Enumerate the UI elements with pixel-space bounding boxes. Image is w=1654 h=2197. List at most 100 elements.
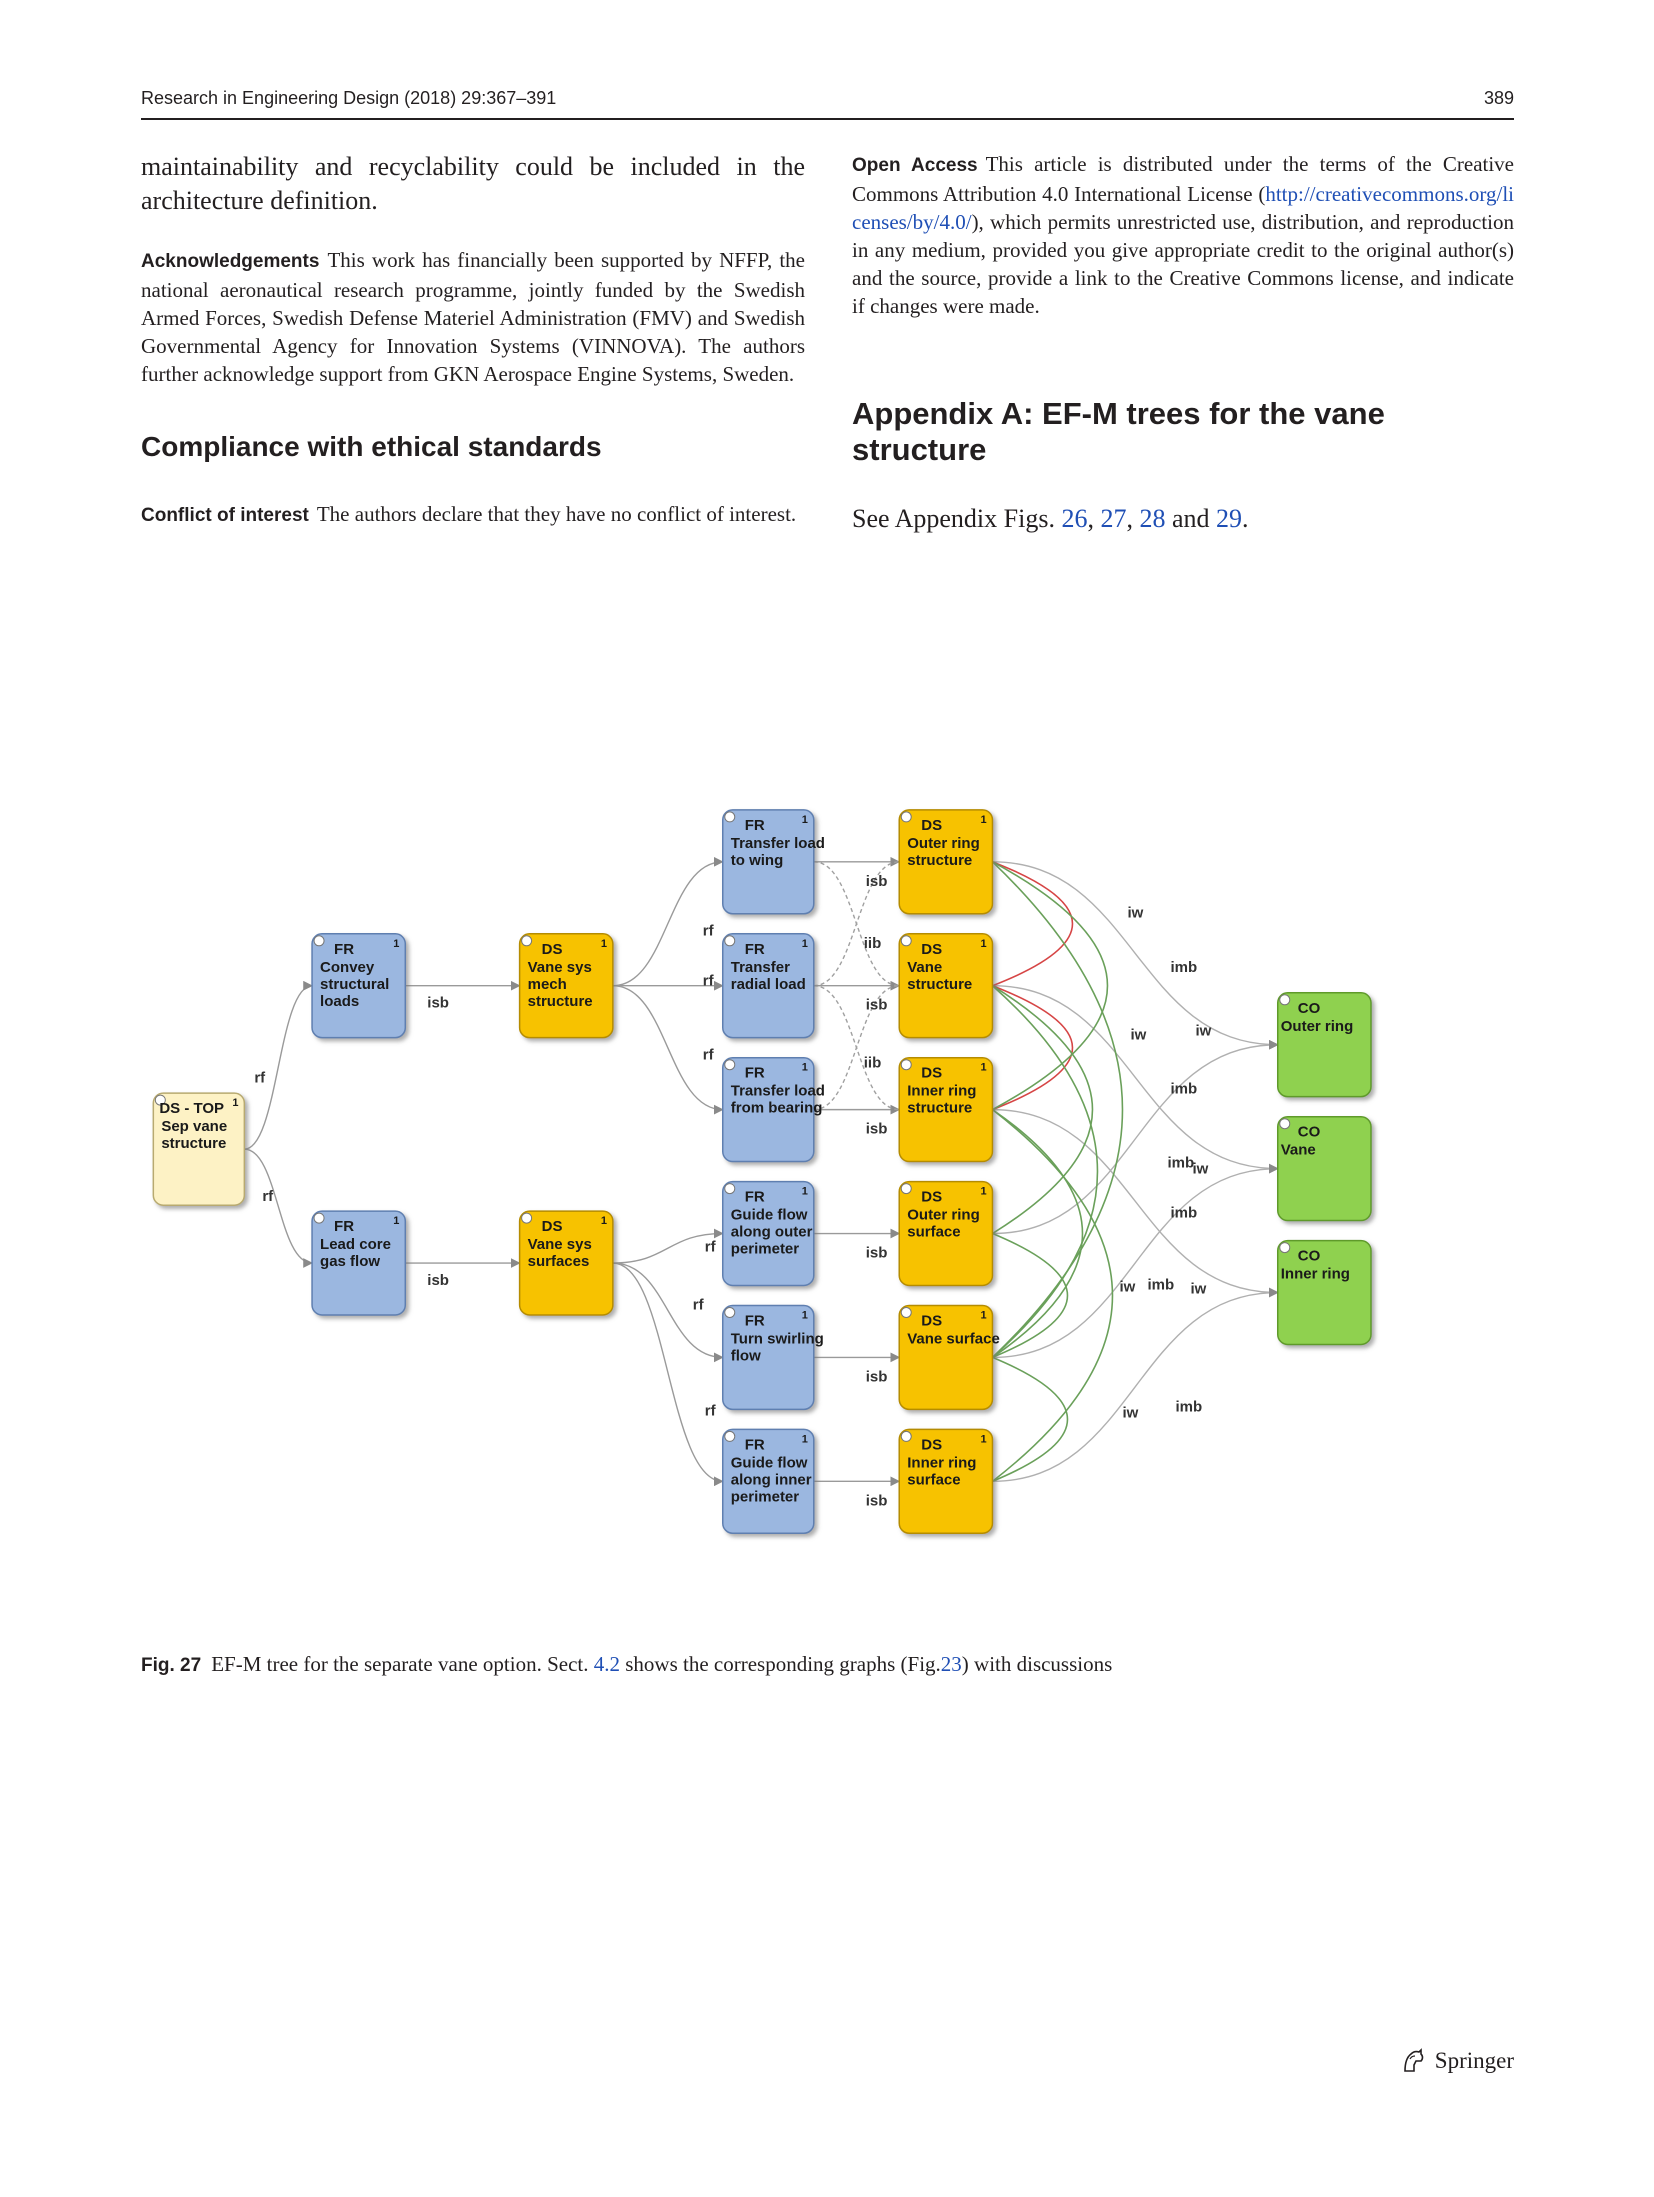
collapse-toggle-icon[interactable] <box>724 1183 736 1195</box>
edge-rf <box>244 1148 314 1268</box>
node-type: FR <box>745 1436 765 1453</box>
node-count: 1 <box>802 1433 808 1445</box>
collapse-toggle-icon[interactable] <box>900 935 912 947</box>
edge-label-iw: iw <box>1122 1404 1138 1421</box>
edge-label-rf: rf <box>705 1402 717 1419</box>
node-type: DS - TOP <box>159 1100 224 1117</box>
conflict-text: The authors declare that they have no co… <box>316 502 797 526</box>
collapse-toggle-icon[interactable] <box>313 935 325 947</box>
node-label: perimeter <box>731 1241 800 1258</box>
node-type: FR <box>745 1189 765 1206</box>
node-label: structure <box>907 1100 972 1117</box>
collapse-toggle-icon[interactable] <box>724 1430 736 1442</box>
node-type: CO <box>1298 1000 1321 1017</box>
node-label: Vane <box>907 959 942 976</box>
node-type: DS <box>921 941 942 958</box>
fig-ref-27[interactable]: 27 <box>1100 504 1127 533</box>
node-type: FR <box>745 1313 765 1330</box>
node-label: Transfer load <box>731 835 825 852</box>
collapse-toggle-icon[interactable] <box>724 811 736 823</box>
node-label: Convey <box>320 959 375 976</box>
node-box <box>722 1056 815 1163</box>
edge-label-isb: isb <box>866 997 888 1014</box>
section-ref[interactable]: 4.2 <box>593 1652 620 1676</box>
left-column: maintainability and recyclability could … <box>141 150 805 530</box>
node-box <box>311 1210 407 1316</box>
edge-label-imb: imb <box>1175 1398 1202 1415</box>
collapse-toggle-icon[interactable] <box>154 1094 166 1106</box>
edge-label-imb: imb <box>1147 1276 1174 1293</box>
collapse-toggle-icon[interactable] <box>521 935 533 947</box>
edge-imb <box>991 861 1124 1358</box>
collapse-toggle-icon[interactable] <box>521 1212 533 1224</box>
node-type: CO <box>1298 1248 1321 1265</box>
fig-ref-28[interactable]: 28 <box>1139 504 1166 533</box>
node-count: 1 <box>802 1062 808 1074</box>
conflict-label: Conflict of interest <box>141 505 309 526</box>
edge-label-iw: iw <box>1190 1280 1206 1297</box>
fig-ref-29[interactable]: 29 <box>1216 504 1242 533</box>
edge-label-rf: rf <box>254 1070 266 1087</box>
caption-fig-ref[interactable]: 23 <box>940 1652 962 1676</box>
separator: , <box>1087 504 1094 533</box>
edge-iib <box>813 985 900 1111</box>
edge-label-isb: isb <box>866 873 888 890</box>
collapse-toggle-icon[interactable] <box>724 1059 736 1071</box>
collapse-toggle-icon[interactable] <box>900 811 912 823</box>
collapse-toggle-icon[interactable] <box>313 1212 325 1224</box>
journal-citation: Research in Engineering Design (2018) 29… <box>141 88 557 108</box>
collapse-toggle-icon[interactable] <box>1279 994 1291 1006</box>
edge-label-imb: imb <box>1170 1081 1197 1098</box>
conflict-paragraph: Conflict of interest The authors declare … <box>141 500 805 530</box>
collapse-toggle-icon[interactable] <box>1279 1242 1291 1254</box>
edge-label-rf: rf <box>703 973 715 990</box>
edge-label-iw: iw <box>1119 1278 1135 1295</box>
node-type: DS <box>921 817 942 834</box>
edge-label-iw: iw <box>1130 1027 1146 1044</box>
node-label: mech <box>528 976 567 993</box>
collapse-toggle-icon[interactable] <box>900 1430 912 1442</box>
collapse-toggle-icon[interactable] <box>724 935 736 947</box>
node-label: structural <box>320 976 389 993</box>
collapse-toggle-icon[interactable] <box>724 1307 736 1318</box>
collapse-toggle-icon[interactable] <box>900 1183 912 1195</box>
edge-co <box>992 861 1279 1050</box>
separator: , <box>1126 504 1133 533</box>
collapse-toggle-icon[interactable] <box>900 1059 912 1071</box>
open-access-text-2: ), which permits unrestricted use, distr… <box>852 210 1514 318</box>
node-label: gas flow <box>320 1253 380 1270</box>
collapse-toggle-icon[interactable] <box>900 1307 912 1318</box>
license-link[interactable]: http://creativecommons.org/licenses/by/4… <box>852 182 1514 234</box>
node-box <box>722 1428 815 1534</box>
collapse-toggle-icon[interactable] <box>1279 1118 1291 1130</box>
node-count: 1 <box>393 1215 399 1227</box>
node-box <box>311 933 407 1039</box>
node-type: FR <box>745 817 765 834</box>
edge-rf <box>612 1262 724 1487</box>
edge-label-imb: imb <box>1170 959 1197 976</box>
fig-ref-26[interactable]: 26 <box>1061 504 1088 533</box>
edge-label-imb: imb <box>1167 1155 1194 1172</box>
